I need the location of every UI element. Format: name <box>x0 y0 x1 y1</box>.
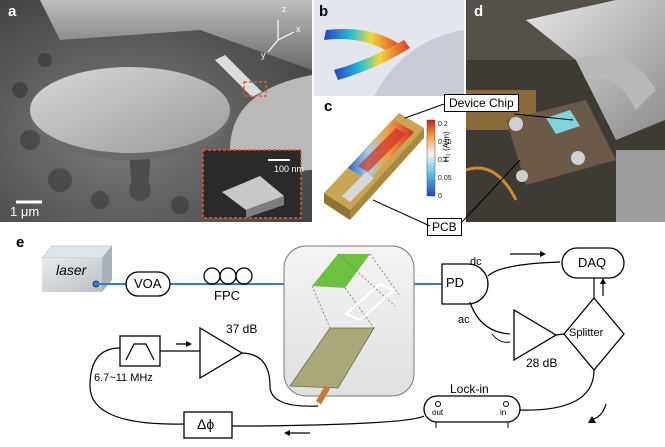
panel-label-d: d <box>474 3 484 20</box>
colorbar-tick: 0.15 <box>438 139 452 146</box>
daq-box <box>561 247 625 279</box>
panel-c-pcb-rendering: c 0.2 0.15 0.1 0.05 0 H₂ (A/m) <box>314 98 466 236</box>
sem-image <box>0 0 312 222</box>
colorbar-tick: 0.2 <box>438 121 448 128</box>
measurement-schematic <box>41 245 625 439</box>
colorbar-tick: 0.05 <box>438 175 452 182</box>
panel-label-c: c <box>324 98 333 115</box>
laser-label: laser <box>56 262 87 278</box>
colorbar-ticks: 0.2 0.15 0.1 0.05 0 <box>438 116 452 206</box>
lockin-out-label: out <box>432 408 444 417</box>
panel-a-sem-image: a z x y 100 nm 1 μm <box>0 0 312 222</box>
daq-label: DAQ <box>578 255 607 270</box>
device-chip-callout: Device Chip <box>444 94 519 112</box>
laser-box <box>42 258 102 292</box>
lockin-label: Lock-in <box>450 382 489 396</box>
dc-label: dc <box>470 256 482 268</box>
panel-label-e: e <box>16 236 25 251</box>
phase-shifter-box <box>183 411 233 439</box>
lockin-box <box>423 395 521 423</box>
inset-source-box <box>243 81 267 97</box>
panel-label-b: b <box>319 3 329 20</box>
axis-y-label: y <box>261 50 266 60</box>
colorbar-tick: 0.1 <box>438 157 448 164</box>
panel-label-a: a <box>8 3 17 20</box>
mode-simulation-image <box>314 0 464 96</box>
colorbar-title: H₂ (A/m) <box>442 131 451 162</box>
inset-scale-label: 100 nm <box>274 164 305 174</box>
colorbar <box>426 119 436 197</box>
phase-shifter-label: Δϕ <box>197 416 215 432</box>
voa-label: VOA <box>134 276 162 291</box>
lockin-in-label: in <box>500 408 507 417</box>
amp-28db <box>513 308 558 362</box>
laser-box-side <box>102 246 112 292</box>
scale-bar-label: 1 μm <box>10 204 40 219</box>
bandpass-filter-box <box>119 335 161 367</box>
device-chip-green <box>312 254 370 288</box>
amp-37db-label: 37 dB <box>226 322 258 336</box>
panel-e-schematic: e laser VOA FPC PD dc ac DAQ Splitter 28… <box>0 236 665 447</box>
voa-box <box>125 271 171 297</box>
pcb-callout: PCB <box>427 218 462 236</box>
pd-label: PD <box>446 275 465 290</box>
axis-x-label: x <box>296 24 301 34</box>
axis-z-label: z <box>282 4 287 14</box>
axis-indicator <box>267 20 295 53</box>
amp-37db <box>199 326 244 380</box>
splitter-label: Splitter <box>569 327 604 339</box>
amp-28db-label: 28 dB <box>526 356 558 370</box>
laser-box-top <box>41 245 113 259</box>
fpc-loops-icon <box>203 267 253 285</box>
colorbar-tick: 0 <box>438 193 442 200</box>
filter-range-label: 6.7~11 MHz <box>94 372 153 384</box>
panel-b-simulation: b <box>314 0 464 96</box>
ac-label: ac <box>458 314 470 326</box>
fpc-label: FPC <box>214 288 240 303</box>
